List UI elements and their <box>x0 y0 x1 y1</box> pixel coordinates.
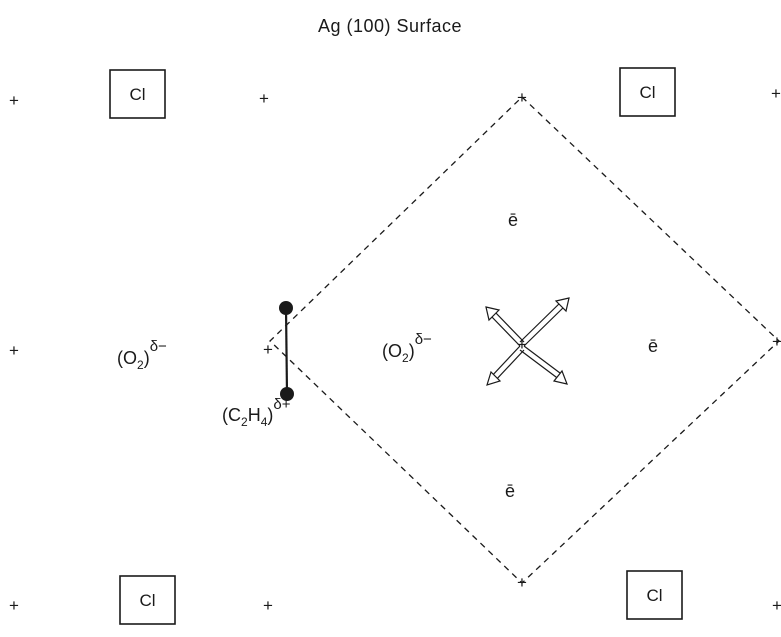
site-marker: + <box>772 596 781 615</box>
cl-adatom-top-right: Cl <box>619 67 676 117</box>
diagram-title: Ag (100) Surface <box>318 16 462 36</box>
site-marker: + <box>9 341 19 360</box>
site-marker: + <box>517 573 527 592</box>
o2-adsorbate-label-center: (O2)δ− <box>382 331 432 365</box>
cl-adatom-top-left: Cl <box>109 69 166 119</box>
site-markers: + + + + + + + + + + + + <box>9 84 781 615</box>
site-marker: + <box>517 88 527 107</box>
ethylene-molecule <box>279 301 294 401</box>
cl-label: Cl <box>139 591 155 610</box>
electron-label-right: ē <box>648 336 658 356</box>
unit-cell-diamond <box>269 96 780 584</box>
site-marker: + <box>263 596 273 615</box>
cl-adatom-bottom-right: Cl <box>626 570 683 620</box>
site-marker: + <box>772 332 781 351</box>
cl-adatom-bottom-left: Cl <box>119 575 176 625</box>
cl-label: Cl <box>646 586 662 605</box>
site-marker: + <box>259 89 269 108</box>
site-marker: + <box>771 84 781 103</box>
cl-label: Cl <box>639 83 655 102</box>
four-way-arrow-icon <box>485 297 570 386</box>
ethylene-label: (C2H4)δ+ <box>222 396 291 429</box>
site-marker: + <box>9 91 19 110</box>
electron-label-bottom: ē <box>505 481 515 501</box>
site-marker: + <box>9 596 19 615</box>
site-marker: + <box>263 340 273 359</box>
site-marker: + <box>517 335 527 354</box>
cl-label: Cl <box>129 85 145 104</box>
o2-adsorbate-label-left: (O2)δ− <box>117 338 167 372</box>
electron-label-top: ē <box>508 210 518 230</box>
